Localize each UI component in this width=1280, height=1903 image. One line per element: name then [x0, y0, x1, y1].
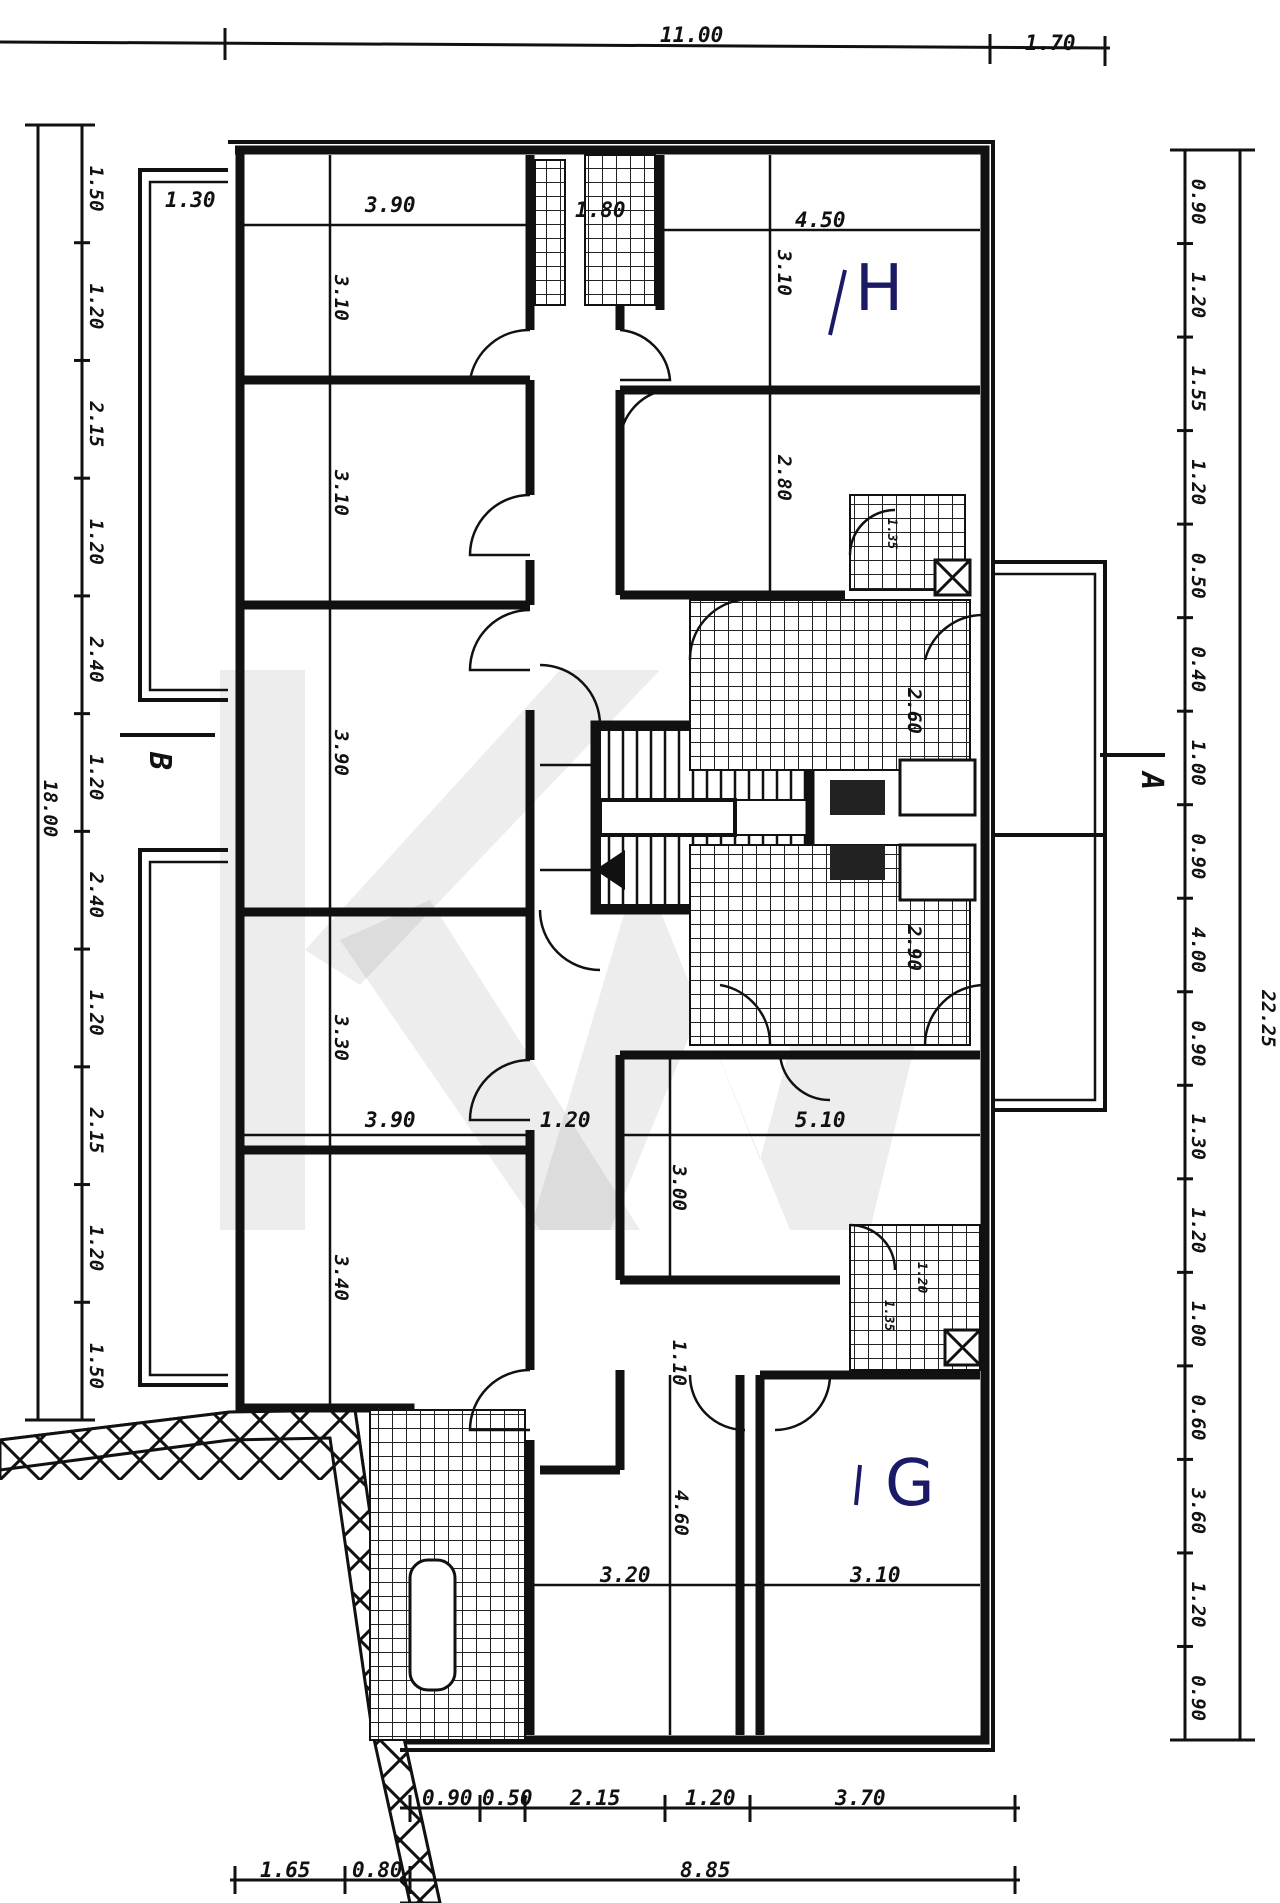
balcony-left-top: [138, 168, 228, 702]
dim-g1-width: 5.10: [795, 1108, 846, 1132]
dim-kitchen-h: 2.60: [903, 687, 925, 734]
bottom-dim-3: 2.15: [569, 1786, 621, 1810]
tiled-areas: [369, 154, 982, 1741]
dim-wc-g2: 1.35: [881, 1300, 896, 1331]
right-dim-segment-label: 4.00: [1187, 927, 1209, 973]
bottom-dimensions: 0.90 0.50 2.15 1.20 3.70 1.65 0.80 8.85: [230, 1786, 1020, 1894]
bottom-dim-8: 8.85: [680, 1858, 731, 1882]
dim-r1-depth: 3.10: [330, 274, 352, 321]
doors: [468, 328, 986, 1432]
right-dim-segment-label: 0.90: [1187, 1021, 1209, 1067]
right-dim-segment-label: 1.00: [1187, 740, 1209, 786]
balcony-right: [993, 560, 1107, 1112]
top-dim-balcony: 1.70: [1025, 31, 1076, 55]
right-dim-segment-label: 1.20: [1187, 1582, 1209, 1628]
dim-r1-width: 3.90: [364, 193, 416, 217]
dim-g3-width: 3.20: [599, 1563, 651, 1587]
dim-hall-mid: 1.20: [540, 1108, 591, 1132]
bottom-dim-1: 0.90: [422, 1786, 473, 1810]
dim-hall-low: 1.10: [668, 1340, 690, 1386]
right-dim-segment-label: 0.40: [1187, 646, 1209, 692]
bottom-dim-5: 3.70: [834, 1786, 886, 1810]
left-dimensions: 18.00 1.50 1.20 2.15 1.20 2.40 1.20 2.40 1.20 2.…: [25, 123, 107, 1422]
dim-r4-depth: 3.30: [330, 1014, 352, 1061]
dim-balcony-left: 1.30: [165, 188, 216, 212]
left-dim-segment-label: 2.15: [85, 400, 107, 447]
left-dim-segment-label: 2.40: [85, 871, 107, 918]
dim-r3-depth: 3.90: [330, 729, 352, 776]
section-b-label: B: [142, 751, 177, 770]
dim-g1-depth: 3.00: [668, 1164, 690, 1211]
right-dim-segment-label: 0.90: [1187, 179, 1209, 225]
unit-label-h: H: [855, 252, 903, 326]
dim-r5-depth: 3.40: [330, 1254, 352, 1301]
dim-wc-h: 1.35: [884, 518, 899, 549]
right-dim-segment-label: 1.20: [1187, 1208, 1209, 1254]
stair-arrow-icon: [595, 850, 625, 890]
interior-walls: [240, 155, 980, 1735]
right-dim-segment-label: 0.90: [1187, 833, 1209, 879]
right-dimensions: 22.25 0.90 1.20 1.55 1.20 0.50 0.40 1.00 0.90 4.…: [1170, 148, 1279, 1742]
right-dim-segment-label: 0.90: [1187, 1675, 1209, 1721]
balcony-left-bottom: [138, 848, 228, 1387]
left-dim-segment-label: 1.20: [85, 1225, 107, 1271]
room-dimensions: 1.30 3.90 3.10 1.80 4.50 3.10 3.10 2.80 …: [165, 188, 929, 1587]
dim-kitchen-g: 2.90: [903, 924, 925, 971]
dim-r2-depth: 3.10: [330, 469, 352, 516]
left-dim-segment-label: 1.50: [85, 166, 107, 212]
bottom-dim-7: 0.80: [352, 1858, 403, 1882]
dim-h2-depth: 2.80: [773, 454, 795, 501]
section-a-label: A: [1134, 770, 1169, 790]
dim-wc-g1: 1.20: [914, 1262, 929, 1293]
bottom-dim-2: 0.50: [482, 1786, 533, 1810]
right-dim-segment-label: 1.20: [1187, 272, 1209, 318]
section-marker-b: B: [120, 733, 215, 770]
section-marker-a: A: [1100, 753, 1169, 790]
bottom-dim-4: 1.20: [685, 1786, 736, 1810]
right-dim-segment-label: 1.00: [1187, 1301, 1209, 1347]
top-dim-overall: 11.00: [660, 23, 723, 47]
right-dim-segment-label: 1.30: [1187, 1114, 1209, 1160]
dim-h1-width: 4.50: [795, 208, 846, 232]
right-dim-segment-label: 1.55: [1187, 366, 1209, 412]
dim-r4-width: 3.90: [364, 1108, 416, 1132]
left-dim-segment-label: 1.20: [85, 755, 107, 801]
right-dim-segment-label: 3.60: [1187, 1487, 1209, 1534]
dim-g4-width: 3.10: [849, 1563, 901, 1587]
right-dim-segment-label: 1.20: [1187, 459, 1209, 505]
right-dim-segment-label: 0.60: [1187, 1395, 1209, 1441]
left-dim-segment-label: 2.15: [85, 1107, 107, 1154]
top-dimensions: 11.00 1.70: [0, 23, 1111, 66]
dim-g2-depth: 4.60: [670, 1490, 692, 1536]
right-dim-overall: 22.25: [1257, 989, 1279, 1047]
left-dim-segment-label: 2.40: [85, 636, 107, 683]
dim-bath-top: 1.80: [575, 198, 626, 222]
left-dim-segment-label: 1.20: [85, 284, 107, 330]
left-dim-segment-label: 1.50: [85, 1343, 107, 1389]
left-dim-segment-label: 1.20: [85, 519, 107, 565]
right-dim-segment-label: 0.50: [1187, 553, 1209, 599]
unit-label-g: G: [885, 1447, 935, 1521]
left-dim-overall: 18.00: [39, 780, 61, 837]
bottom-dim-6: 1.65: [260, 1858, 311, 1882]
dim-h1-depth: 3.10: [773, 249, 795, 296]
left-dim-segment-label: 1.20: [85, 990, 107, 1036]
